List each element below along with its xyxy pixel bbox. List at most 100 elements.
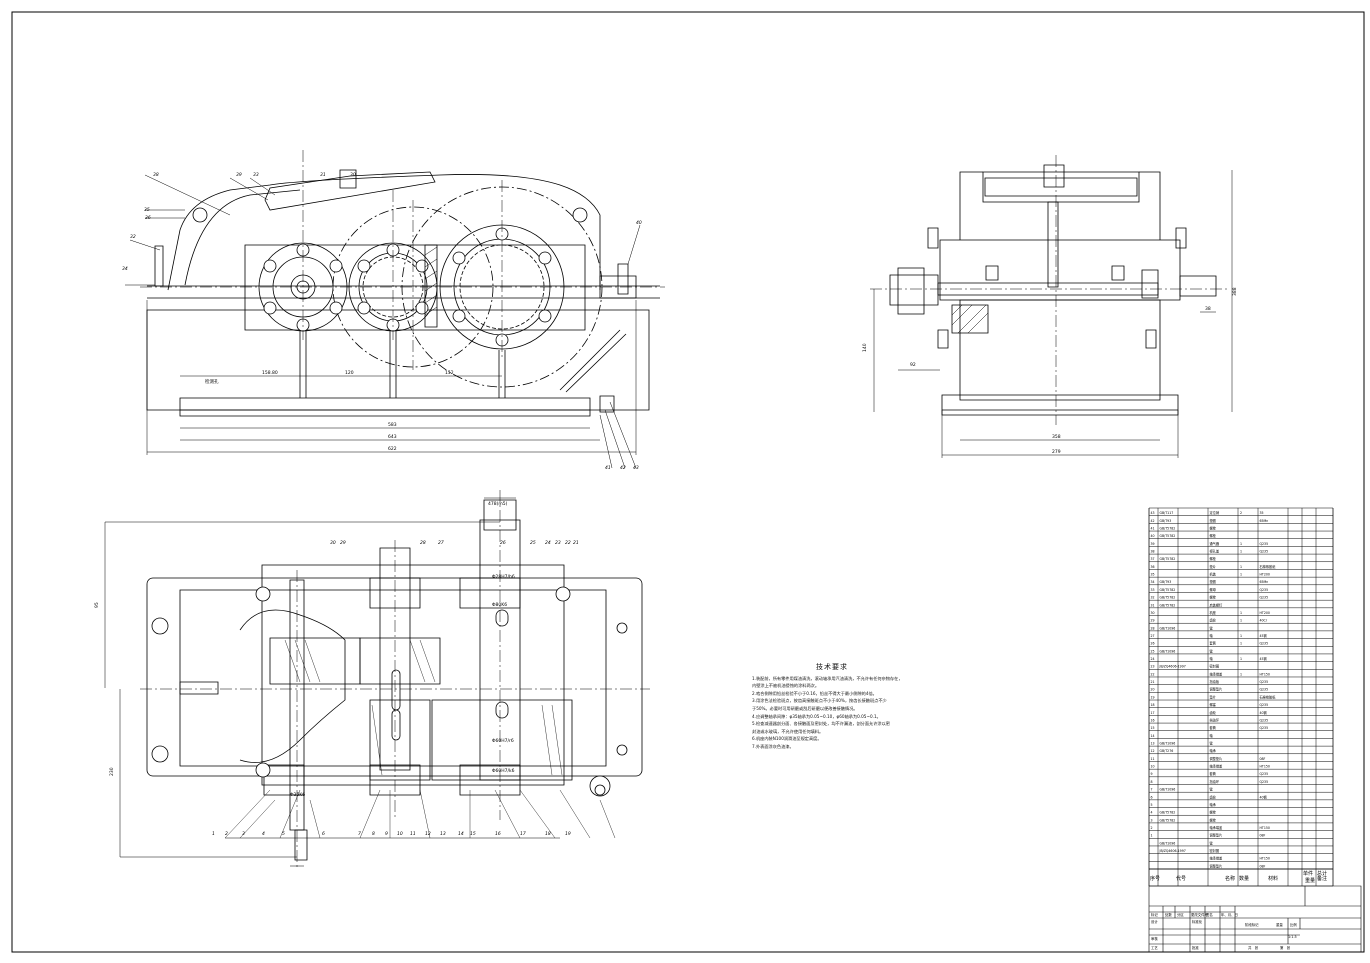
dim-label: 152	[445, 370, 454, 376]
front-view-labels: 158.80 120 152 583 643 622 检测孔	[205, 370, 454, 452]
bom-cell: 1	[1240, 657, 1242, 661]
dim-label: 158.80	[262, 370, 278, 376]
bom-header-cell: 代号	[1176, 875, 1186, 882]
bom-cell: 通气器	[1210, 541, 1220, 546]
dim-label: Φ60H7/r6	[492, 738, 514, 744]
tb-sheets: 共 张	[1248, 945, 1259, 950]
bom-cell: 轴承端盖	[1210, 856, 1224, 861]
tb-review: 审核	[1151, 936, 1158, 941]
dim-label: 38	[1205, 306, 1211, 312]
part-callout: 7	[358, 831, 361, 837]
part-callout: 30	[330, 540, 336, 546]
bom-cell: 40	[1151, 534, 1155, 538]
tb-sheet: 第 张	[1280, 945, 1291, 950]
part-callout: 3	[242, 831, 245, 837]
bom-cell: 石棉橡胶纸	[1260, 564, 1277, 569]
bom-cell: 45钢	[1260, 633, 1267, 638]
bom-cell: GB/T1096	[1160, 841, 1176, 845]
bom-cell: Q235	[1260, 780, 1269, 784]
tb-design: 设计	[1151, 919, 1158, 924]
bom-table	[1149, 508, 1333, 886]
bom-header-cell: 名称	[1225, 875, 1235, 882]
dim-label: 92	[910, 362, 916, 368]
plan-view	[105, 490, 650, 870]
tb-scale: 比例	[1290, 922, 1297, 927]
bom-cell: 1	[1240, 573, 1242, 577]
note-line: 2.啮合侧隙用铅丝检验不小于0.16，铅丝不得大于最小侧隙的4倍。	[752, 690, 877, 696]
note-line: 6.机座内装N100润滑油至规定高度。	[752, 736, 822, 742]
bom-cell: 螺栓	[1210, 595, 1217, 600]
bom-cell: GB/T5782	[1160, 588, 1176, 592]
bom-cell: 21	[1151, 680, 1155, 684]
bom-cell: 9	[1151, 772, 1153, 776]
part-callout: 23	[555, 540, 561, 546]
part-callout: 15	[470, 831, 476, 837]
bom-cell: 7	[1151, 788, 1153, 792]
bom-cell: 调整垫片	[1210, 863, 1223, 868]
bom-cell: 3	[1151, 818, 1153, 822]
part-callout: 41	[605, 465, 611, 471]
bom-cell: 65Mn	[1260, 519, 1269, 523]
tb-process: 工艺	[1151, 945, 1158, 950]
dim-label: 230	[109, 767, 115, 776]
part-callout: 33	[253, 172, 259, 178]
front-view	[125, 150, 665, 468]
bom-cell: 螺栓	[1210, 525, 1217, 530]
part-callout: 26	[500, 540, 506, 546]
bom-cell: GB/T5782	[1160, 818, 1176, 822]
bom-cell: 定位销	[1210, 510, 1220, 515]
tb-count: 处数	[1165, 912, 1172, 917]
bom-cell: GB/T5782	[1160, 526, 1176, 530]
dim-label: 140	[862, 343, 868, 352]
bom-cell: 齿轮	[1210, 710, 1217, 715]
bom-cell: 15	[1151, 726, 1155, 730]
bom-cell: 轴承端盖	[1210, 764, 1224, 769]
bom-cell: 机盖	[1210, 572, 1217, 577]
bom-cell: 键	[1210, 625, 1214, 630]
part-callout: 25	[530, 540, 536, 546]
title-block-text: 标记 处数 分区 更改文件号 签名 年、月、日 设计 标准化 阶段标记 重量 比…	[1151, 912, 1297, 950]
part-callout: 5	[282, 831, 285, 837]
bom-cell: Q235	[1260, 726, 1269, 730]
part-callout: 8	[372, 831, 375, 837]
bom-cell: 42	[1151, 519, 1155, 523]
bom-cell: 39	[1151, 542, 1155, 546]
dim-label: 478(m5)	[488, 501, 508, 507]
bom-cell: 机座	[1210, 610, 1217, 615]
part-callout: 24	[545, 540, 551, 546]
part-callout: 42	[620, 465, 626, 471]
part-callout: 34	[122, 266, 128, 272]
tb-scale-value: 1:1.5	[1288, 935, 1297, 939]
part-callout: 39	[236, 172, 242, 178]
part-callout: 29	[340, 540, 346, 546]
bom-cell: 1	[1240, 549, 1242, 553]
tb-weight: 重量	[1276, 922, 1283, 927]
bom-header-cell: 数量	[1239, 875, 1249, 882]
bom-cell: 36	[1151, 565, 1155, 569]
part-callout: 16	[495, 831, 501, 837]
bom-cell: 4	[1151, 811, 1153, 815]
bom-cell: 螺栓	[1210, 810, 1217, 815]
part-callout: 22	[565, 540, 571, 546]
part-callout: 11	[410, 831, 416, 837]
dim-label: 358	[1052, 434, 1061, 440]
bom-cell: 挡油环	[1210, 717, 1220, 722]
dim-label: 95	[94, 602, 100, 608]
bom-cell: 37	[1151, 557, 1155, 561]
bom-cell: 套筒	[1210, 641, 1216, 646]
side-view-labels: 140 92 388 358 279 38	[862, 287, 1238, 455]
bom-cell: 08F	[1260, 757, 1266, 761]
bom-header-cell: 备注	[1317, 875, 1327, 882]
bom-cell: 24	[1151, 657, 1155, 661]
bom-cell: Q235	[1260, 688, 1269, 692]
bom-cell: 35	[1260, 511, 1264, 515]
dim-label: 583	[388, 422, 397, 428]
bom-cell: 12	[1151, 749, 1155, 753]
bom-cell: 25	[1151, 649, 1155, 653]
bom-cell: 35	[1151, 573, 1155, 577]
bom-cell: 轴承端盖	[1210, 825, 1224, 830]
bom-cell: 螺栓	[1210, 556, 1217, 561]
note-line: 4.应调整轴承间隙：φ35轴承为0.05~0.10，φ60轴承为0.05~0.1…	[752, 713, 881, 719]
part-callout: 17	[520, 831, 526, 837]
part-callout: 6	[322, 831, 325, 837]
